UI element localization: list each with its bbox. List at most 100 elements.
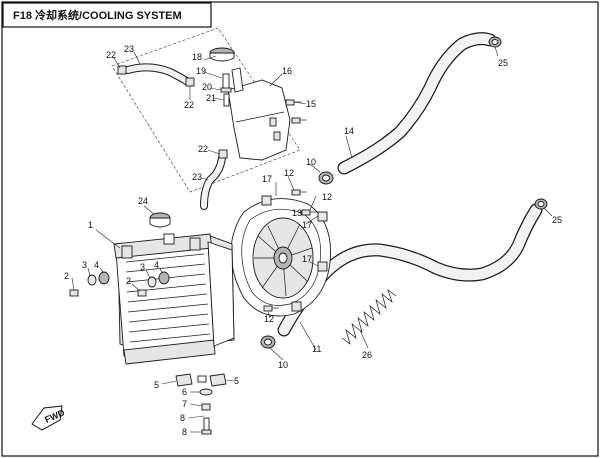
callout-mount-washer: 7 xyxy=(182,399,187,409)
mount-washer xyxy=(199,388,213,396)
callout-clamp-reservoir: 22 xyxy=(198,144,208,154)
callout-radiator-cap: 24 xyxy=(138,196,148,206)
callout-upper-hose: 14 xyxy=(344,126,354,136)
callout-fan: 13 xyxy=(292,208,302,218)
hose-clamp-lower-radiator-hole xyxy=(264,338,272,346)
radiator-cap xyxy=(149,212,171,228)
hose-guard-spring-coils xyxy=(341,289,397,345)
reservoir-seam xyxy=(235,111,285,123)
callout-washer-left: 3 xyxy=(82,260,87,270)
breather-fitting xyxy=(220,73,232,107)
reservoir-mark xyxy=(269,117,277,127)
callout-clamp-upper-radiator: 10 xyxy=(306,157,316,167)
radiator-mount-right xyxy=(137,271,170,297)
breather-clip xyxy=(220,87,232,93)
fwd-arrow: FWD xyxy=(31,405,67,431)
reservoir-cap xyxy=(209,47,235,62)
fan-blades xyxy=(254,223,313,297)
hose-clamp-upper-end-hole xyxy=(491,39,499,45)
callout-radiator: 1 xyxy=(88,220,93,230)
radiator-core xyxy=(115,241,215,357)
fan-bolt-mid xyxy=(301,209,311,216)
callout-breather-nozzle: 21 xyxy=(206,93,216,103)
radiator-bracket-left xyxy=(121,245,133,259)
callout-reservoir-bolts: 15 xyxy=(306,99,316,109)
callout-mount-pad-right: 5 xyxy=(234,376,239,386)
callout-clamp-top-right: 22 xyxy=(184,100,194,110)
radiator-lower-mounts xyxy=(175,373,227,435)
radiator-cap-skirt xyxy=(149,217,171,228)
leader-lines xyxy=(71,46,553,433)
fan-mount-right-lower xyxy=(317,261,328,272)
bolt-right xyxy=(137,289,147,297)
breather-hose-top-fill xyxy=(125,64,191,85)
reservoir-mark-2 xyxy=(273,131,281,141)
callout-fan-mount-top: 17 xyxy=(262,174,272,184)
radiator-bracket-right xyxy=(189,237,201,251)
radiator-side xyxy=(207,241,235,347)
callout-fan-mount-right: 17 xyxy=(302,220,312,230)
page-title: F18 冷却系统/COOLING SYSTEM xyxy=(13,8,182,22)
callout-mount-collar: 6 xyxy=(182,387,187,397)
upper-coolant-hose xyxy=(337,32,497,175)
hose-clamp-upper-radiator-hole xyxy=(322,174,330,182)
fan-bolts xyxy=(263,189,317,312)
callout-breather-stem: 19 xyxy=(196,66,206,76)
callout-breather-clip: 20 xyxy=(202,82,212,92)
reservoir-neck xyxy=(231,67,244,93)
grommet-left xyxy=(98,271,110,285)
washer-left xyxy=(87,274,97,286)
callout-clamp-upper-end: 25 xyxy=(498,58,508,68)
callout-clamp-top-left: 22 xyxy=(106,50,116,60)
callout-grommet-left: 4 xyxy=(94,260,99,270)
callout-fan-mount-right-lower: 17 xyxy=(302,254,312,264)
radiator-filler-neck xyxy=(163,233,175,245)
radiator xyxy=(113,233,235,365)
title-box xyxy=(2,2,212,28)
reservoir-body xyxy=(227,79,291,161)
callout-bolt-right: 2 xyxy=(126,276,131,286)
fan-bolt-bottom xyxy=(263,305,273,312)
washer-right xyxy=(147,276,157,288)
callout-fan-bolt-top: 12 xyxy=(284,168,294,178)
mount-nut xyxy=(201,403,211,411)
fan-hub-center xyxy=(278,252,288,264)
callout-reservoir-outlet-hose: 23 xyxy=(192,172,202,182)
hose-guard-spring xyxy=(341,289,397,345)
radiator-bottom-tank xyxy=(123,339,216,365)
hose-clamp-top-right xyxy=(185,77,195,87)
callout-lower-hose: 11 xyxy=(312,344,321,354)
reservoir-bolts xyxy=(285,99,307,124)
callout-bolt-left: 2 xyxy=(64,271,69,281)
callout-mount-nut: 8 xyxy=(180,413,185,423)
mount-pad-right xyxy=(209,373,227,387)
callout-washer-right: 3 xyxy=(140,262,145,272)
reservoir-cap-skirt xyxy=(209,52,235,62)
grommet-right xyxy=(158,271,170,285)
fan-bolt-top xyxy=(291,189,301,196)
reservoir-bolt-upper xyxy=(285,99,295,106)
callout-mount-bolt: 8 xyxy=(182,427,187,437)
callout-mount-pad-left: 5 xyxy=(154,380,159,390)
breather-hose-top xyxy=(124,63,192,86)
hose-clamp-reservoir xyxy=(218,149,228,159)
cooling-fan-assembly xyxy=(230,195,331,317)
mount-collar xyxy=(197,375,207,383)
callout-clamp-lower-end: 25 xyxy=(552,215,562,225)
fan-mount-bottom xyxy=(291,301,302,312)
hose-clamp-lower-end-hole xyxy=(537,201,545,207)
callout-reservoir-cap: 18 xyxy=(192,52,202,62)
title-block: F18 冷却系统/COOLING SYSTEM xyxy=(2,2,212,28)
reservoir-bolt-lower xyxy=(291,117,301,124)
reservoir-outlet-hose xyxy=(200,154,226,210)
coolant-reservoir xyxy=(227,67,291,161)
radiator-mount-left xyxy=(69,271,110,297)
callout-fan-bolt-bottom: 12 xyxy=(264,314,274,324)
breather-nozzle xyxy=(223,93,230,107)
bolt-left xyxy=(69,289,79,297)
callout-reservoir: 16 xyxy=(282,66,292,76)
reservoir-group-box xyxy=(111,27,301,193)
hose-clamp-top-left xyxy=(117,65,127,75)
